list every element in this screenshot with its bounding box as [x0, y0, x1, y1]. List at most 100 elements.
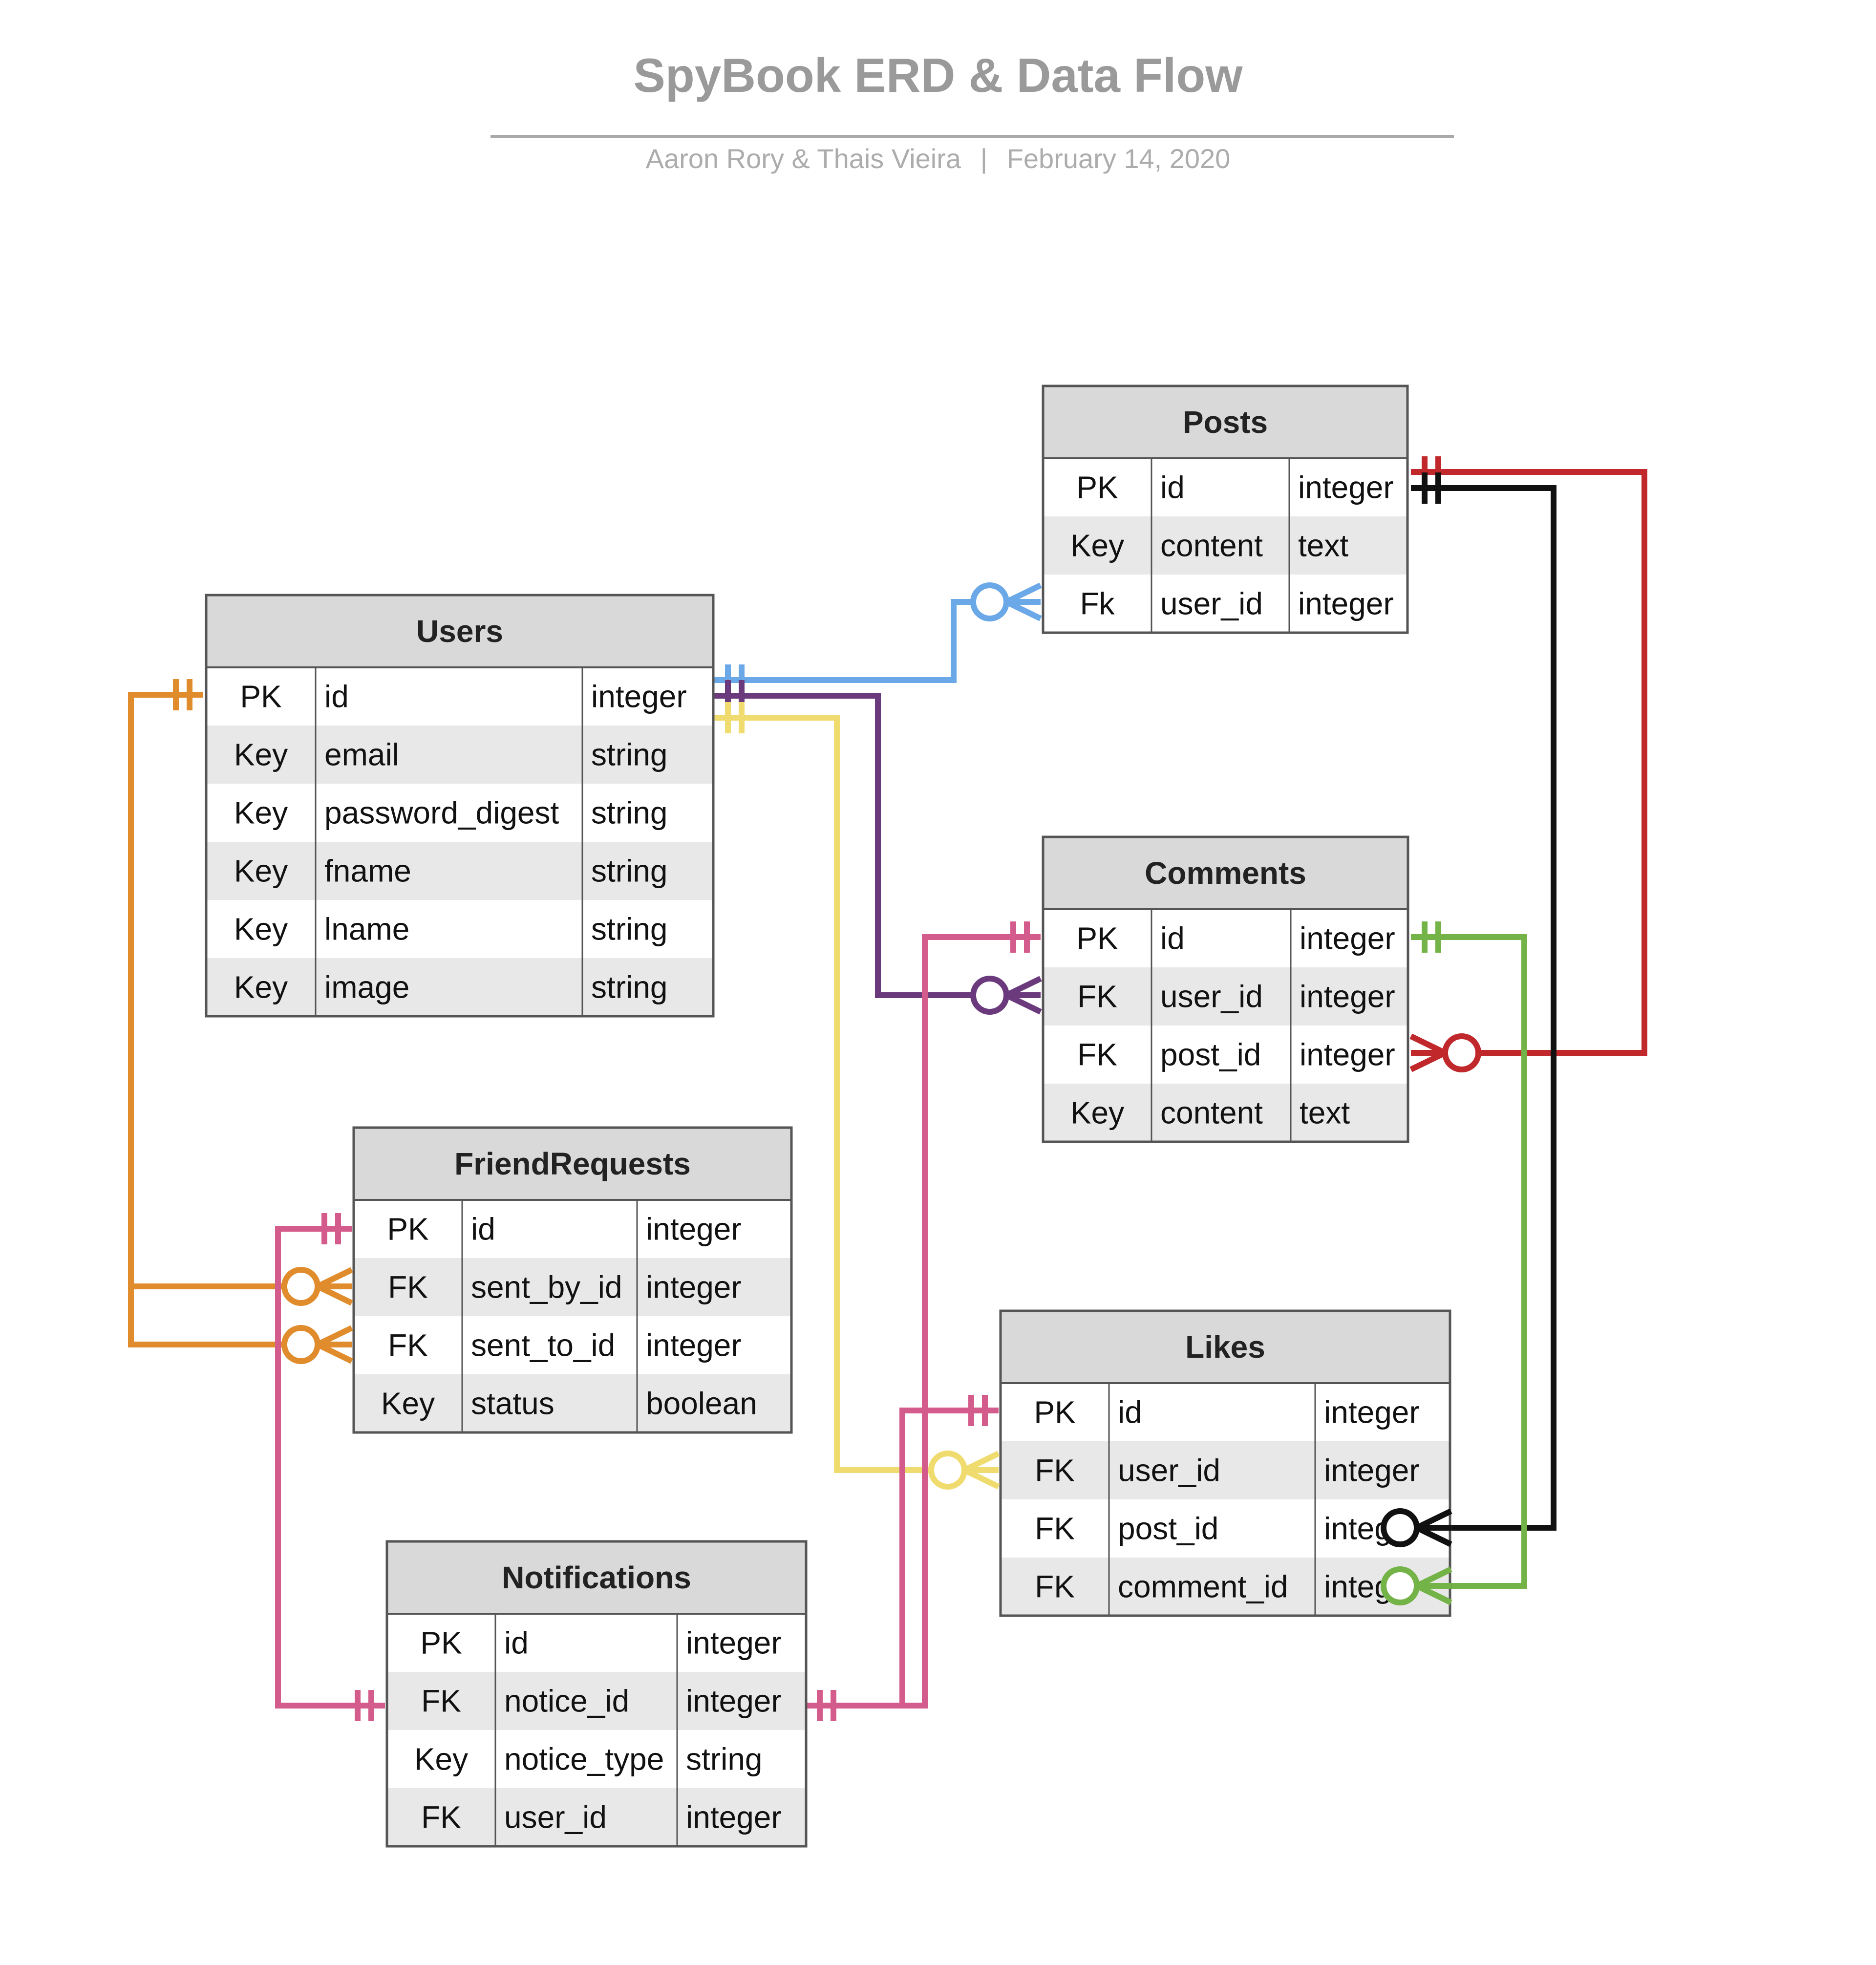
field-name-cell: notice_id: [504, 1684, 629, 1719]
connector-friendrequests-notifications: [275, 1226, 385, 1709]
table-border: [352, 1126, 793, 1434]
data-type-cell: integer: [646, 1212, 742, 1247]
data-type-cell: integer: [1298, 470, 1394, 505]
field-name-cell: comment_id: [1118, 1569, 1288, 1604]
field-name-cell: id: [324, 679, 349, 714]
field-name-cell: id: [1118, 1395, 1142, 1430]
connector-posts-likes: [1411, 485, 1556, 1531]
data-type-cell: string: [591, 912, 668, 947]
table-row: [1043, 1084, 1408, 1142]
table-row: [1001, 1499, 1450, 1558]
connector-users-friendrequests-sentto: [128, 1286, 352, 1347]
connector-likes-notifications: [899, 1408, 999, 1706]
data-type-cell: text: [1298, 528, 1348, 563]
one-marker-users-friendrequests: [173, 679, 192, 710]
table-title: FriendRequests: [454, 1146, 691, 1181]
key-type-cell: FK: [1035, 1511, 1075, 1546]
field-name-cell: status: [471, 1386, 554, 1421]
many-marker-friendrequests-sent-to: [281, 1325, 353, 1364]
field-name-cell: sent_by_id: [471, 1270, 622, 1305]
many-marker-comments-post-id: [1409, 1033, 1481, 1072]
field-name-cell: user_id: [1118, 1453, 1220, 1488]
field-name-cell: image: [324, 970, 409, 1005]
data-type-cell: string: [591, 737, 668, 772]
field-name-cell: id: [504, 1625, 529, 1661]
one-marker-likes-notifications: [968, 1395, 988, 1426]
key-type-cell: PK: [387, 1212, 428, 1247]
field-name-cell: email: [324, 737, 399, 772]
key-type-cell: PK: [1034, 1395, 1075, 1430]
data-type-cell: integer: [1324, 1453, 1420, 1488]
field-name-cell: sent_to_id: [471, 1328, 615, 1363]
table-border: [205, 594, 715, 1018]
key-type-cell: Key: [381, 1386, 435, 1421]
table-row: [1043, 575, 1407, 633]
table-row: [206, 842, 713, 900]
table-title: Users: [416, 614, 503, 649]
page-title: SpyBook ERD & Data Flow: [633, 48, 1243, 102]
table-header: [1001, 1311, 1450, 1383]
key-type-cell: Fk: [1080, 586, 1115, 621]
data-type-cell: boolean: [646, 1386, 757, 1421]
subtitle-date: February 14, 2020: [1006, 143, 1231, 174]
table-header: [387, 1541, 806, 1614]
data-type-cell: string: [591, 795, 668, 831]
one-marker-users-likes: [725, 702, 745, 733]
table-title: Notifications: [502, 1560, 691, 1595]
field-name-cell: fname: [324, 854, 411, 889]
page-subtitle: Aaron Rory & Thais Vieira | February 14,…: [0, 143, 1876, 174]
data-type-cell: integer: [1300, 979, 1395, 1014]
field-name-cell: user_id: [504, 1800, 607, 1835]
data-type-cell: integer: [591, 679, 687, 714]
table-row: [387, 1672, 806, 1730]
one-marker-friendrequests-notifications: [321, 1213, 341, 1244]
data-type-cell: integer: [1300, 921, 1395, 956]
field-name-cell: id: [1160, 921, 1185, 956]
table-row: [1043, 967, 1408, 1025]
data-type-cell: integer: [646, 1328, 742, 1363]
field-name-cell: content: [1160, 1095, 1263, 1131]
field-name-cell: notice_type: [504, 1742, 664, 1777]
table-row: [354, 1374, 791, 1432]
table-row: [206, 900, 713, 958]
table-row: [1001, 1441, 1450, 1499]
field-name-cell: lname: [324, 912, 409, 947]
subtitle-authors: Aaron Rory & Thais Vieira: [645, 143, 961, 174]
field-name-cell: post_id: [1118, 1511, 1218, 1546]
data-type-cell: integer: [1298, 586, 1394, 621]
table-title: Likes: [1185, 1329, 1265, 1365]
key-type-cell: FK: [1035, 1453, 1075, 1488]
field-name-cell: password_digest: [324, 795, 559, 831]
table-border: [1042, 835, 1409, 1143]
many-marker-posts-user-id: [970, 582, 1042, 621]
table-row: [1043, 1025, 1408, 1084]
one-marker-notifications-notice-left: [355, 1690, 374, 1721]
table-row: [354, 1258, 791, 1316]
many-marker-likes-post-id: [1381, 1508, 1452, 1547]
subtitle-separator: |: [980, 143, 988, 174]
key-type-cell: Key: [234, 795, 288, 831]
key-type-cell: PK: [420, 1625, 462, 1661]
data-type-cell: integer: [686, 1684, 782, 1719]
connector-users-comments: [714, 693, 1041, 998]
key-type-cell: Key: [234, 854, 288, 889]
key-type-cell: PK: [1076, 470, 1118, 505]
table-row: [354, 1200, 791, 1258]
connector-users-likes: [714, 715, 999, 1473]
table-title: Posts: [1183, 405, 1268, 440]
connector-comments-likes: [1411, 934, 1527, 1589]
table-border: [1042, 384, 1409, 634]
table-row: [387, 1730, 806, 1788]
table-header: [1043, 386, 1407, 458]
key-type-cell: Key: [1070, 528, 1124, 563]
table-row: [206, 784, 713, 842]
data-type-cell: string: [591, 970, 668, 1005]
data-type-cell: integer: [686, 1625, 782, 1661]
key-type-cell: PK: [1076, 921, 1118, 956]
key-type-cell: PK: [240, 679, 281, 714]
one-marker-comments-likes: [1422, 921, 1441, 953]
table-header: [354, 1128, 791, 1200]
